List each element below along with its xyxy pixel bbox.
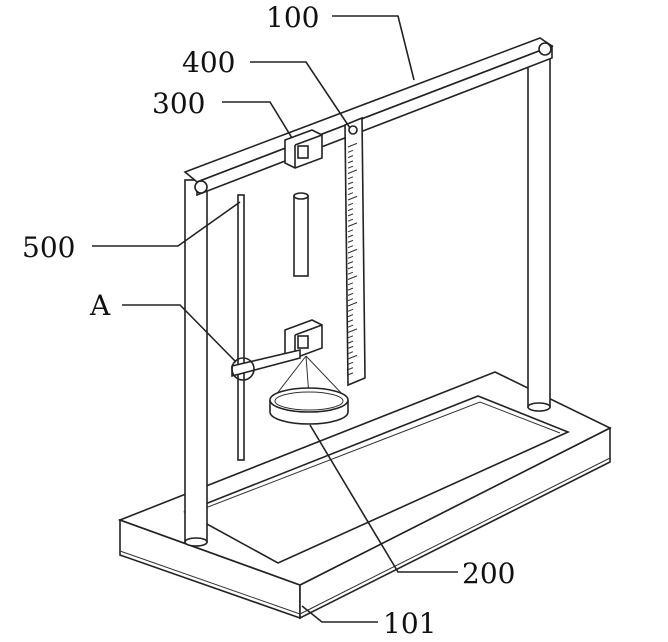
left-post (184, 179, 208, 547)
ruler-tick (347, 298, 354, 302)
ruler-tick (347, 245, 354, 249)
right-pin (538, 42, 552, 56)
ruler-tick (347, 213, 354, 217)
ruler-tick (347, 345, 354, 349)
top-beam (183, 37, 554, 197)
ruler-tick (347, 308, 354, 312)
ruler-tick (347, 367, 354, 371)
ruler-tick (347, 324, 354, 328)
ruler-tick (347, 218, 354, 222)
ruler-tick (347, 222, 358, 227)
ruler-tick (347, 234, 354, 238)
ruler-tick (347, 287, 354, 291)
ruler-tick (347, 142, 358, 148)
label-400: 400 (182, 46, 235, 79)
ruler-tick (347, 155, 354, 159)
ruler-tick (347, 229, 354, 233)
ruler-tick (347, 165, 354, 169)
upper-clamp (284, 129, 323, 169)
label-500: 500 (22, 231, 75, 264)
ruler-tick (347, 292, 354, 296)
ruler-tick (347, 282, 354, 286)
ruler-tick (347, 208, 354, 212)
ruler-tick (347, 160, 354, 164)
ruler-tick (347, 314, 354, 318)
ruler-tick (347, 275, 358, 280)
ruler-tick (347, 271, 354, 275)
ruler-tick (347, 351, 354, 355)
tube (293, 192, 309, 277)
lower-clamp (284, 319, 323, 359)
ruler-tick (347, 176, 354, 180)
base (117, 371, 612, 620)
ruler-tick (347, 328, 358, 333)
ruler-tick (347, 195, 358, 201)
ruler-tick (347, 261, 354, 265)
ruler-tick (347, 354, 358, 360)
ruler-tick (347, 335, 354, 339)
ruler-tick (347, 372, 354, 376)
right-post (527, 44, 551, 412)
ruler-tick (347, 186, 354, 190)
ruler-tick (347, 301, 358, 307)
label-300: 300 (152, 87, 205, 120)
label-101: 101 (383, 607, 436, 640)
label-a: A (89, 289, 111, 322)
ruler-tick (347, 181, 354, 185)
ring-holder (269, 355, 349, 425)
ruler-tick (347, 169, 358, 174)
ruler (344, 116, 366, 387)
ruler-tick (347, 255, 354, 259)
label-200: 200 (462, 557, 515, 590)
ruler-tick (347, 149, 354, 153)
ruler-tick (347, 340, 354, 344)
ruler-tick (347, 319, 354, 323)
ruler-tick (347, 239, 354, 243)
leader-lines (92, 15, 458, 623)
label-100: 100 (266, 1, 319, 34)
left-pin (194, 180, 208, 194)
detail-a-circle (231, 357, 255, 381)
ruler-tick (347, 361, 354, 365)
ruler-tick (347, 192, 354, 196)
vertical-rod (237, 194, 245, 461)
ruler-tick (347, 266, 354, 270)
ruler-tick (347, 202, 354, 206)
ruler-tick (347, 248, 358, 254)
